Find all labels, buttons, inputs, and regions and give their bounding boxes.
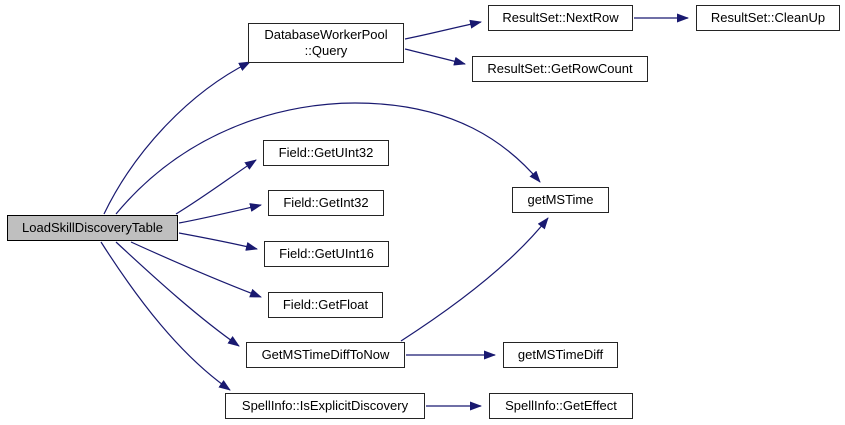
edge-main-to-getuint32 [175,159,257,215]
node-getfloat[interactable]: Field::GetFloat [268,292,383,318]
edge-main-to-query [103,61,251,215]
node-getint32[interactable]: Field::GetInt32 [268,190,384,216]
node-diffnow[interactable]: GetMSTimeDiffToNow [246,342,405,368]
node-query[interactable]: DatabaseWorkerPool ::Query [248,23,404,63]
edge-main-to-getfloat [130,241,262,298]
edge-query-to-getrowcount [404,48,466,66]
node-getuint32[interactable]: Field::GetUInt32 [263,140,389,166]
node-mstimediff[interactable]: getMSTimeDiff [503,342,618,368]
edge-main-to-getmstime [115,102,541,215]
node-getmstime[interactable]: getMSTime [512,187,609,213]
node-geteffect[interactable]: SpellInfo::GetEffect [489,393,633,419]
edge-diffnow-to-getmstime [400,217,549,342]
edge-main-to-getint32 [178,203,262,224]
node-cleanup[interactable]: ResultSet::CleanUp [696,5,840,31]
edge-main-to-getuint16 [178,232,258,251]
node-nextrow[interactable]: ResultSet::NextRow [488,5,633,31]
edge-main-to-isexplicit [100,241,231,391]
node-getuint16[interactable]: Field::GetUInt16 [264,241,389,267]
edge-main-to-diffnow [115,241,240,347]
edge-query-to-nextrow [404,19,482,40]
node-getrowcount[interactable]: ResultSet::GetRowCount [472,56,648,82]
node-main: LoadSkillDiscoveryTable [7,215,178,241]
node-isexplicit[interactable]: SpellInfo::IsExplicitDiscovery [225,393,425,419]
